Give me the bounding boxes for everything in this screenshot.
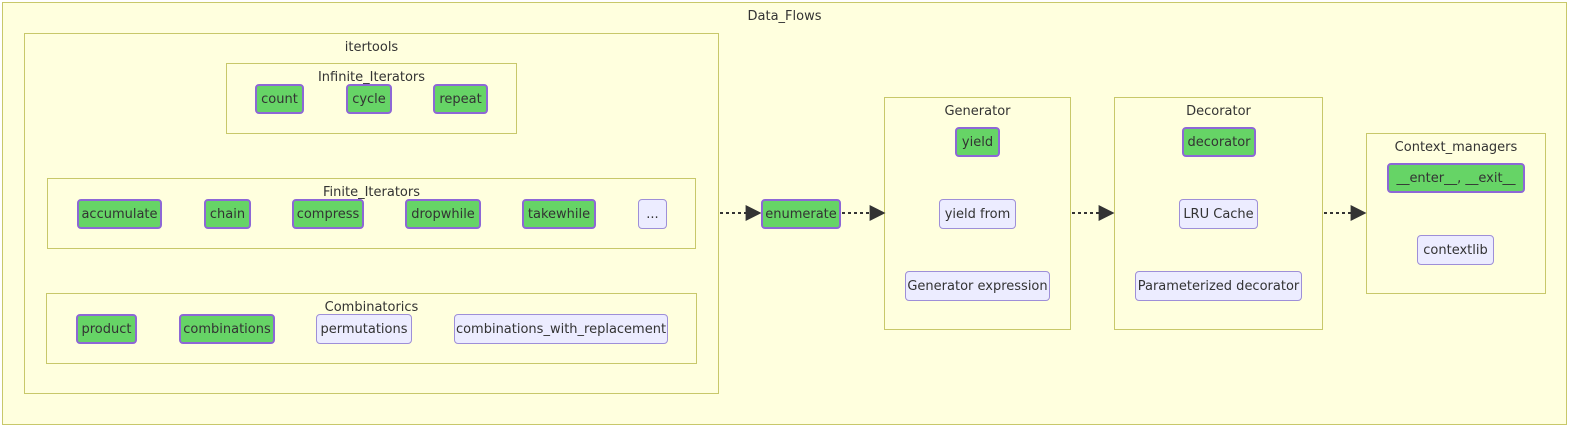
cluster-title-context-managers: Context_managers xyxy=(1394,140,1518,155)
node-yield[interactable]: yield xyxy=(955,127,1000,157)
node-compress[interactable]: compress xyxy=(292,199,364,229)
node-yield-from[interactable]: yield from xyxy=(939,199,1016,229)
cluster-title-decorator: Decorator xyxy=(1186,104,1251,119)
node-cycle[interactable]: cycle xyxy=(346,84,392,114)
node-product[interactable]: product xyxy=(76,314,137,344)
node-contextlib[interactable]: contextlib xyxy=(1417,235,1494,265)
node-generator-expression[interactable]: Generator expression xyxy=(905,271,1050,301)
cluster-title-combinatorics: Combinatorics xyxy=(324,300,419,315)
cluster-title-data-flows: Data_Flows xyxy=(747,9,822,24)
node-takewhile[interactable]: takewhile xyxy=(522,199,596,229)
node-combinations[interactable]: combinations xyxy=(179,314,275,344)
node-permutations[interactable]: permutations xyxy=(316,314,412,344)
node-parameterized-decorator[interactable]: Parameterized decorator xyxy=(1135,271,1302,301)
node-repeat[interactable]: repeat xyxy=(433,84,488,114)
node-combinations-with-replacement[interactable]: combinations_with_replacement xyxy=(454,314,668,344)
node-accumulate[interactable]: accumulate xyxy=(77,199,162,229)
cluster-context-managers: Context_managers xyxy=(1366,133,1546,294)
node-dropwhile[interactable]: dropwhile xyxy=(405,199,481,229)
node-lru-cache[interactable]: LRU Cache xyxy=(1179,199,1258,229)
cluster-title-infinite-iterators: Infinite_Iterators xyxy=(317,70,426,85)
cluster-title-itertools: itertools xyxy=(344,40,399,55)
node-enumerate[interactable]: enumerate xyxy=(761,199,841,229)
node-decorator[interactable]: decorator xyxy=(1182,127,1256,157)
cluster-title-finite-iterators: Finite_Iterators xyxy=(323,185,420,200)
node-count[interactable]: count xyxy=(255,84,304,114)
cluster-title-generator: Generator xyxy=(944,104,1011,119)
node-chain[interactable]: chain xyxy=(204,199,251,229)
node-enter-exit[interactable]: __enter__, __exit__ xyxy=(1387,163,1525,193)
node-ellipsis[interactable]: ... xyxy=(638,199,667,229)
